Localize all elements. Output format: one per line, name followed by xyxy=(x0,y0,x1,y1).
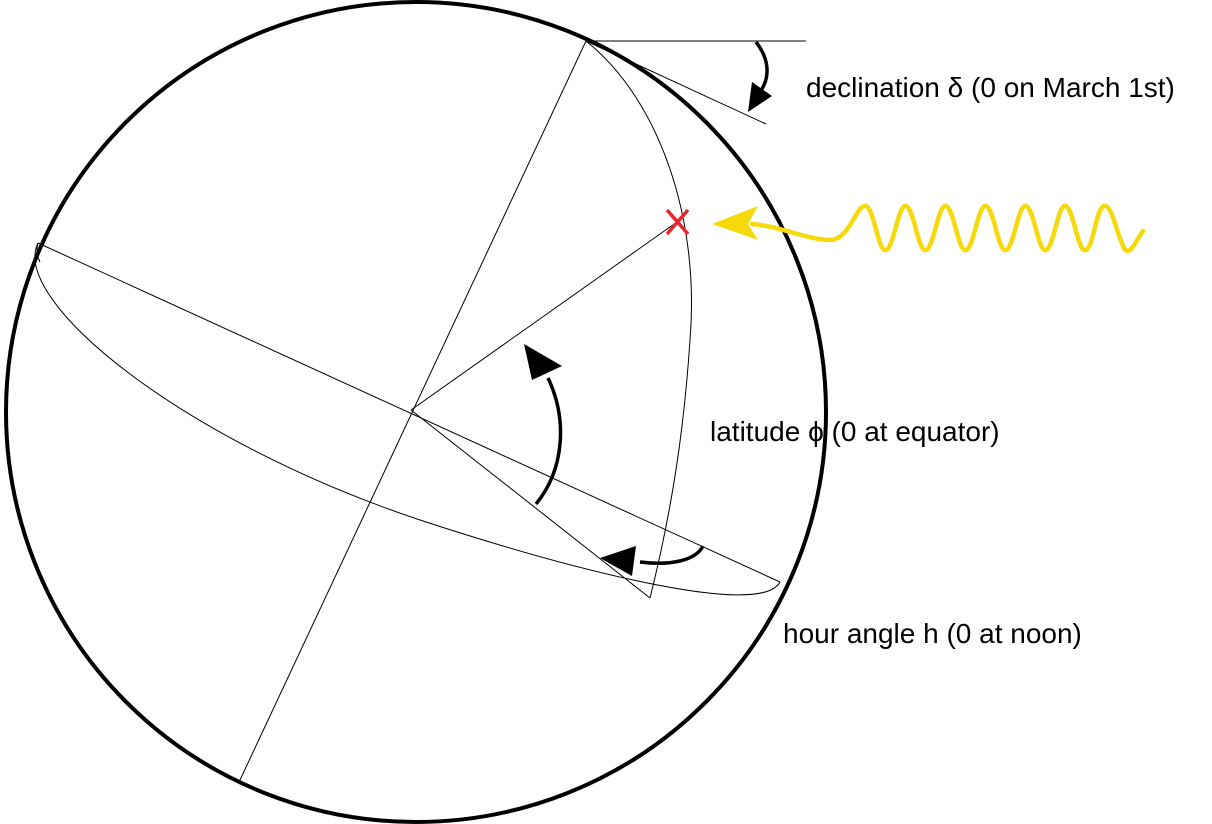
hour-angle-label: hour angle h (0 at noon) xyxy=(783,618,1082,649)
red-x-marker-icon xyxy=(665,208,690,236)
polar-axis xyxy=(239,40,587,781)
meridian-arc xyxy=(585,40,693,599)
latitude-label: latitude ϕ (0 at equator) xyxy=(710,416,1000,447)
declination-arrow xyxy=(748,40,772,112)
equator-diameter xyxy=(37,242,781,583)
declination-label: declination δ (0 on March 1st) xyxy=(806,72,1175,103)
center-to-equator-point-line xyxy=(410,409,651,599)
equator-ellipse-left-cap xyxy=(36,242,41,263)
center-to-point-line xyxy=(410,221,678,411)
equator-ellipse xyxy=(34,242,781,596)
declination-tilted-line xyxy=(585,40,767,125)
sphere-outline xyxy=(4,0,828,824)
hour-angle-arrow xyxy=(600,545,705,576)
wavy-sun-ray-arrow-icon xyxy=(712,203,1146,254)
latitude-arrow xyxy=(524,344,563,506)
